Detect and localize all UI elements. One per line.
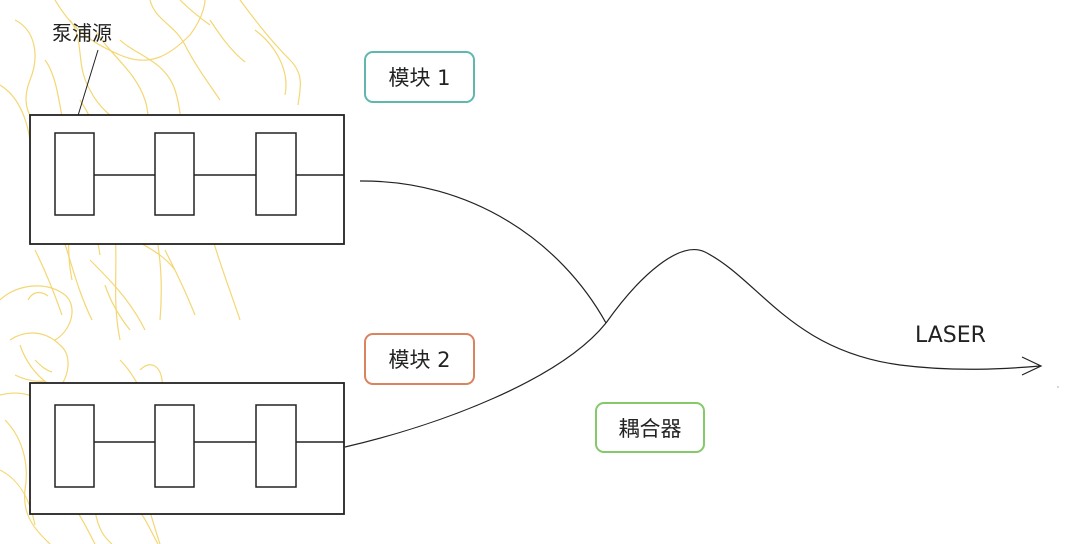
module1-label-box bbox=[364, 51, 475, 103]
module1-component-block-2 bbox=[154, 132, 195, 216]
module1-label: 模块 1 bbox=[388, 66, 450, 90]
laser-output-curve bbox=[605, 249, 1041, 370]
module2-output-curve bbox=[344, 322, 607, 448]
module2-label: 模块 2 bbox=[388, 348, 450, 372]
laser-arrow-icon bbox=[1021, 356, 1043, 376]
laser-label: LASER bbox=[915, 323, 986, 348]
module2-component-block-2 bbox=[154, 404, 195, 488]
module1-component-block-3 bbox=[255, 132, 297, 216]
module2-pump-block bbox=[54, 404, 95, 488]
module1-pump-block bbox=[54, 132, 95, 216]
coupler-label: 耦合器 bbox=[619, 417, 682, 441]
pump-source-label: 泵浦源 bbox=[52, 21, 112, 45]
module1-output-curve bbox=[359, 180, 607, 324]
decorative-dot bbox=[1057, 386, 1059, 388]
module2-label-box bbox=[364, 333, 475, 385]
coupler-label-box bbox=[595, 402, 705, 453]
module2-component-block-3 bbox=[255, 404, 297, 488]
